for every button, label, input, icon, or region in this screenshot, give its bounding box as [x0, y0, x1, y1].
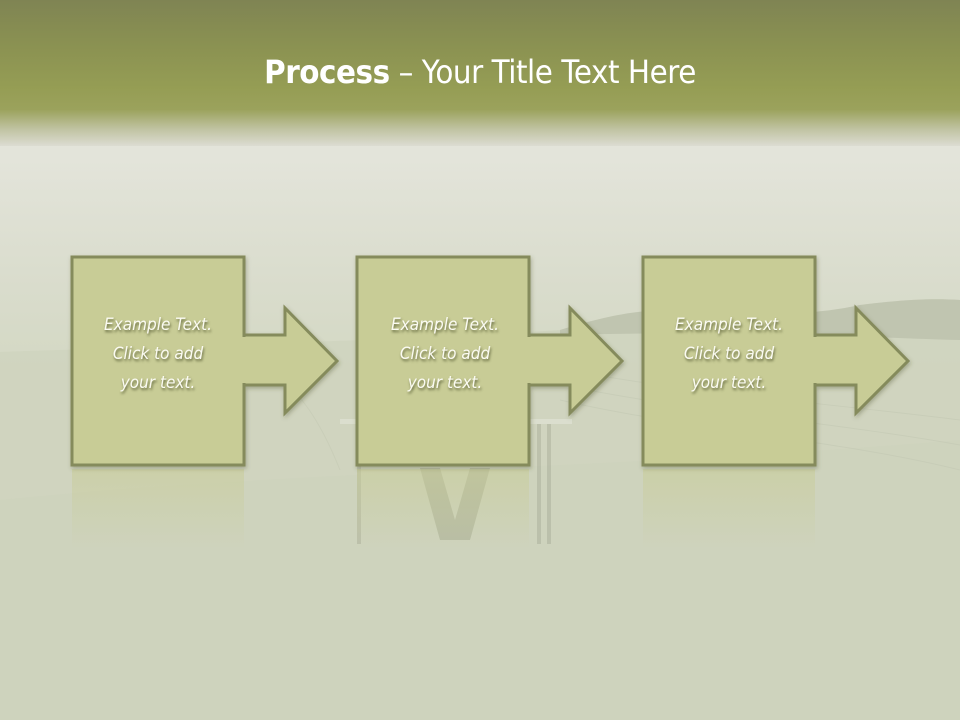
step-text-line: your text. — [691, 373, 767, 393]
step-reflection — [72, 469, 244, 549]
step-text-line: Example Text. — [674, 315, 784, 335]
title-bar: Process – Your Title Text Here — [0, 0, 960, 146]
step-reflection — [357, 469, 529, 549]
step-3-text[interactable]: Example Text. Click to add your text. — [652, 311, 807, 398]
step-text-line: Click to add — [399, 344, 491, 364]
step-text-line: Click to add — [683, 344, 775, 364]
step-1-shape[interactable] — [70, 255, 340, 467]
step-3-shape[interactable] — [641, 255, 911, 467]
right-arrow-icon — [527, 304, 625, 417]
step-1-text[interactable]: Example Text. Click to add your text. — [81, 311, 236, 398]
step-text-line: your text. — [407, 373, 483, 393]
step-reflection — [643, 469, 815, 549]
slide-title[interactable]: Process – Your Title Text Here — [38, 52, 921, 92]
title-bold-text: Process — [264, 53, 390, 91]
step-text-line: Example Text. — [103, 315, 213, 335]
right-arrow-icon — [813, 304, 911, 417]
title-rest-text: – Your Title Text Here — [389, 53, 697, 91]
step-text-line: Example Text. — [390, 315, 500, 335]
step-2-shape[interactable] — [355, 255, 625, 467]
step-text-line: Click to add — [112, 344, 204, 364]
step-text-line: your text. — [120, 373, 196, 393]
right-arrow-icon — [242, 304, 340, 417]
step-2-text[interactable]: Example Text. Click to add your text. — [368, 311, 523, 398]
